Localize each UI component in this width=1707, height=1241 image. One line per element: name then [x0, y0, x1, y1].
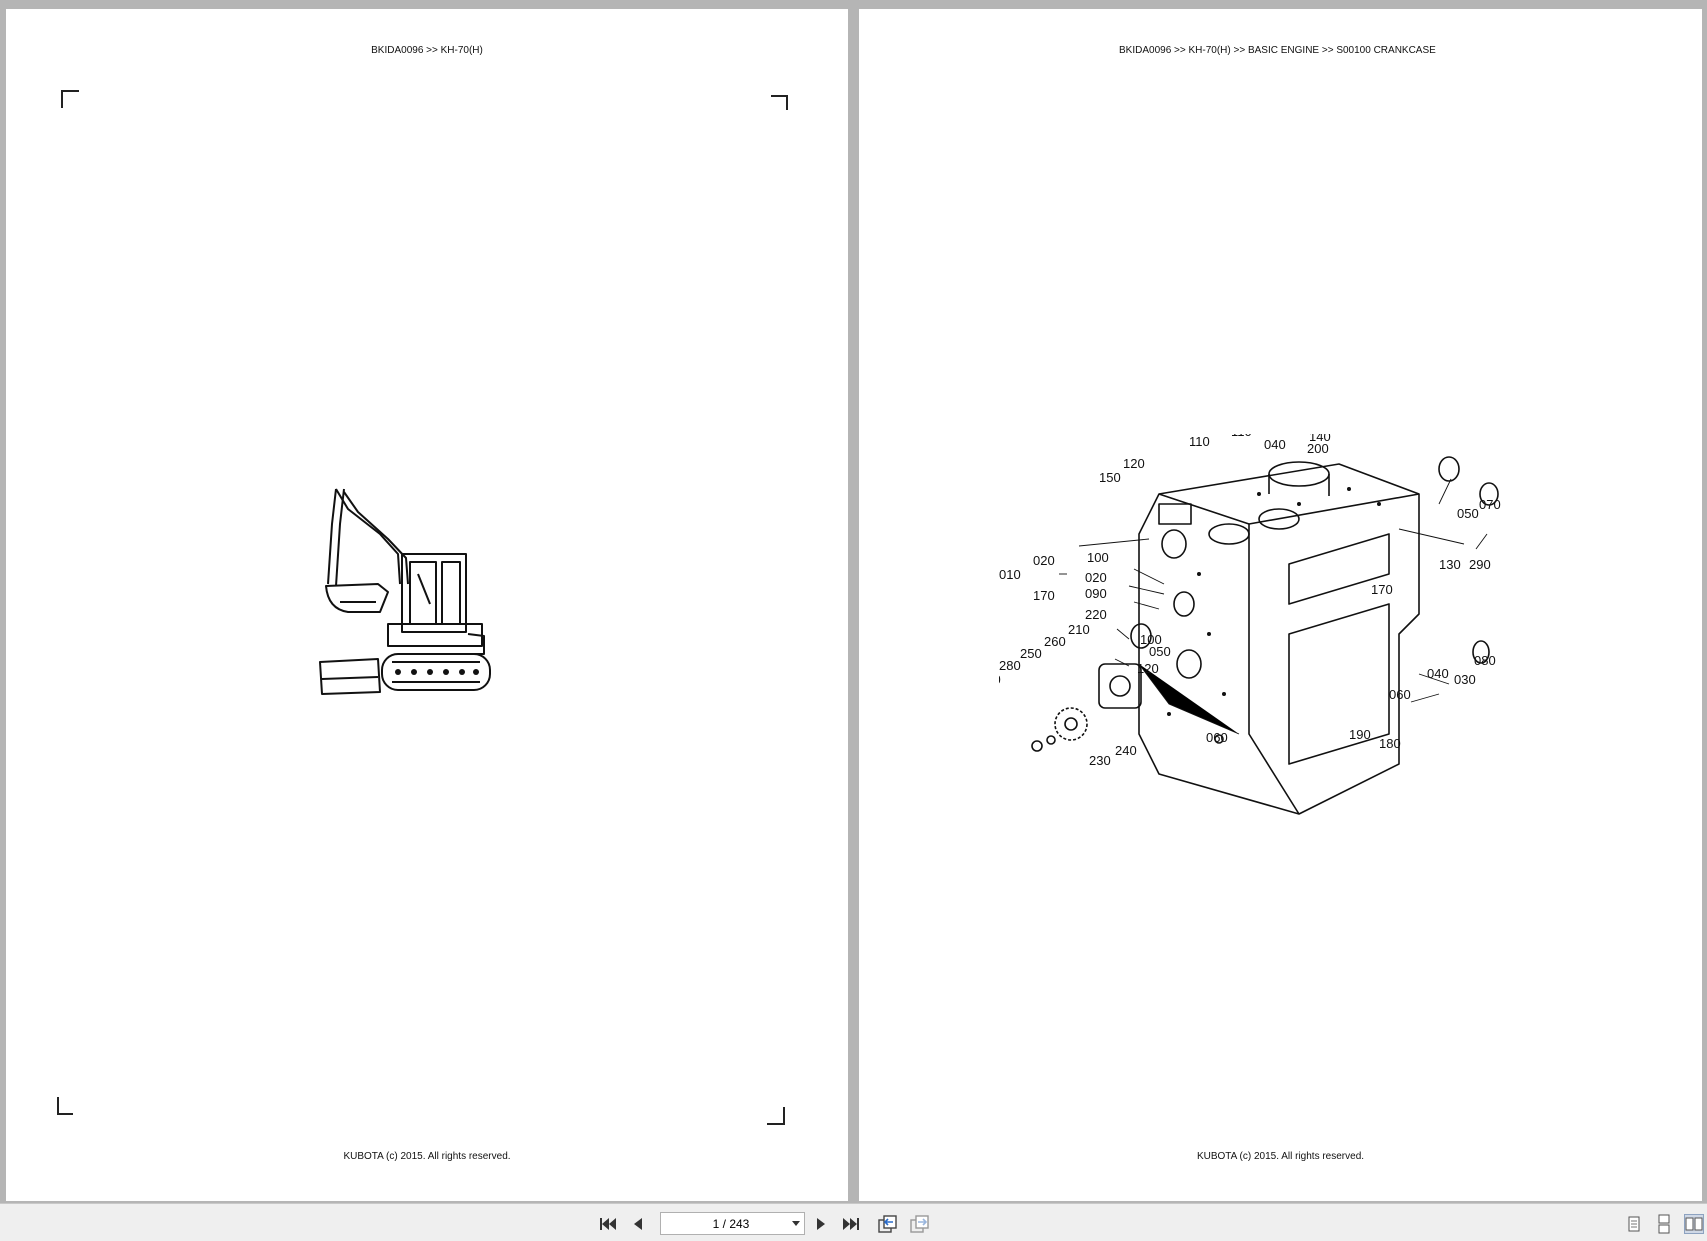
next-page-button[interactable]: [810, 1213, 832, 1235]
continuous-view-icon: [1658, 1214, 1670, 1234]
callout-label: 120: [1123, 456, 1145, 471]
callout-label: 140: [1309, 434, 1331, 444]
callout-label: 160: [1407, 434, 1429, 437]
navigation-toolbar: [0, 1203, 1707, 1241]
page-1: BKIDA0096 >> KH-70(H): [6, 9, 848, 1201]
page-number-field[interactable]: [660, 1212, 805, 1235]
callout-label: 110: [1189, 434, 1210, 449]
callout-label: 100: [1140, 632, 1162, 647]
callout-label: 060: [1206, 730, 1228, 745]
single-page-view-icon: [1628, 1216, 1640, 1232]
callout-label: 070: [1479, 497, 1501, 512]
callout-label: 020: [1033, 553, 1055, 568]
callout-label: 040: [1427, 666, 1449, 681]
callout-label: 110: [1231, 434, 1252, 439]
go-forward-button[interactable]: [908, 1213, 930, 1235]
callout-label: 210: [1068, 622, 1090, 637]
page-header: BKIDA0096 >> KH-70(H): [371, 45, 483, 56]
callout-label: 100: [1087, 550, 1109, 565]
callout-label: 170: [1033, 588, 1055, 603]
page-footer: KUBOTA (c) 2015. All rights reserved.: [1196, 1151, 1365, 1162]
callout-label: 280: [999, 658, 1021, 673]
crankcase-diagram: 110 110 040 140 200 090 160 120 150 070 …: [999, 434, 1501, 815]
crop-mark-bottom-left: [57, 1097, 73, 1115]
go-back-button[interactable]: [876, 1213, 898, 1235]
callout-label: 170: [1371, 582, 1393, 597]
crop-mark-top-right: [771, 95, 788, 110]
first-page-button[interactable]: [597, 1213, 619, 1235]
callout-label: 050: [1149, 644, 1171, 659]
callout-label: 270: [999, 672, 1001, 687]
callout-label: 130: [1439, 557, 1461, 572]
go-forward-icon: [910, 1215, 929, 1233]
page-header: BKIDA0096 >> KH-70(H) >> BASIC ENGINE >>…: [1119, 45, 1436, 56]
next-page-icon: [817, 1218, 825, 1230]
single-page-view-button[interactable]: [1624, 1214, 1644, 1234]
callout-label: 040: [1264, 437, 1286, 452]
document-viewer[interactable]: BKIDA0096 >> KH-70(H): [0, 0, 1707, 1203]
excavator-illustration: [319, 488, 491, 695]
callout-label: 260: [1044, 634, 1066, 649]
facing-pages-view-button[interactable]: [1684, 1214, 1704, 1234]
callout-label: 020: [1085, 570, 1107, 585]
callout-label: 290: [1469, 557, 1491, 572]
last-page-button[interactable]: [840, 1213, 862, 1235]
callout-label: 080: [1474, 653, 1496, 668]
callout-label: 240: [1115, 743, 1137, 758]
callout-label: 150: [1099, 470, 1121, 485]
page-footer: KUBOTA (c) 2015. All rights reserved.: [343, 1151, 511, 1162]
callout-label: 060: [1389, 687, 1411, 702]
callout-label: 190: [1349, 727, 1371, 742]
page-2: BKIDA0096 >> KH-70(H) >> BASIC ENGINE >>…: [859, 9, 1702, 1201]
callout-label: 220: [1085, 607, 1107, 622]
page-number-input[interactable]: [661, 1213, 781, 1234]
callout-label: 010: [999, 567, 1021, 582]
callout-label: 120: [1137, 661, 1159, 676]
continuous-view-button[interactable]: [1654, 1214, 1674, 1234]
crop-mark-bottom-right: [767, 1107, 785, 1125]
last-page-icon: [843, 1218, 859, 1230]
callout-label: 200: [1307, 441, 1329, 456]
facing-pages-view-icon: [1685, 1217, 1703, 1231]
callout-label: 180: [1379, 736, 1401, 751]
previous-page-icon: [634, 1218, 642, 1230]
previous-page-button[interactable]: [627, 1213, 649, 1235]
callout-label: 030: [1454, 672, 1476, 687]
callout-label: 250: [1020, 646, 1042, 661]
callout-label: 090: [1085, 586, 1107, 601]
crop-mark-top-left: [61, 90, 79, 108]
callout-label: 050: [1457, 506, 1479, 521]
go-back-icon: [878, 1215, 897, 1233]
callout-label: 230: [1089, 753, 1111, 768]
first-page-icon: [600, 1218, 616, 1230]
chevron-down-icon[interactable]: [792, 1221, 800, 1226]
